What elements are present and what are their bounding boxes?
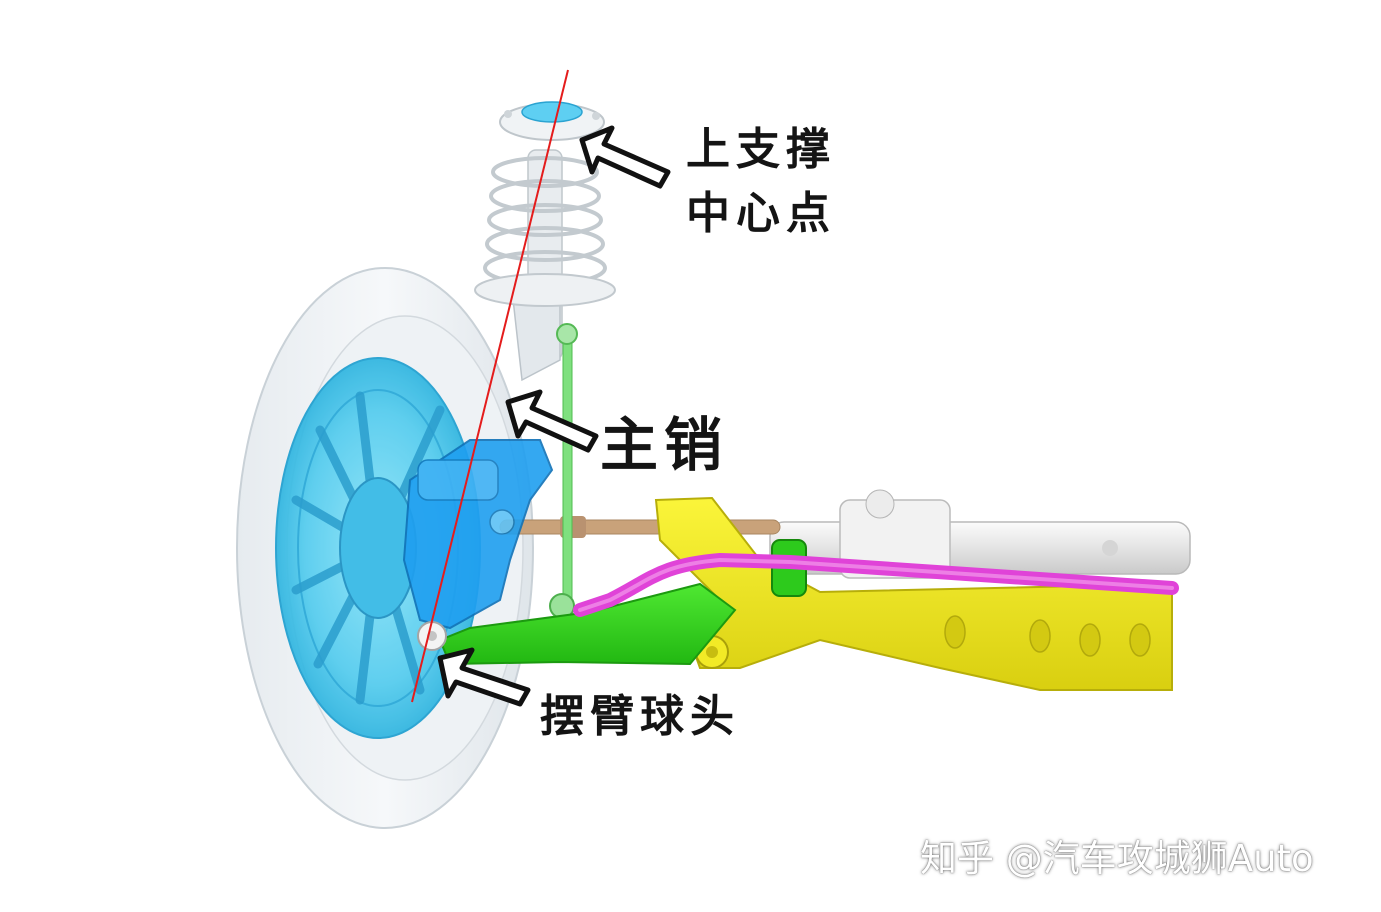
ball-joint-label: 摆臂球头 — [540, 691, 740, 742]
strut-assembly — [474, 101, 616, 382]
ball-joint — [417, 621, 447, 651]
arrow-to-ball-joint-icon — [437, 647, 531, 707]
arrow-to-kingpin-icon — [505, 389, 599, 453]
kingpin-axis — [411, 69, 569, 703]
strut-mount-center-label-line2: 中心点 — [686, 188, 836, 239]
stabilizer-link — [549, 323, 578, 619]
stabilizer-bar — [573, 552, 1179, 617]
lower-control-arm — [438, 539, 807, 666]
watermark: 知乎 @汽车攻城狮Auto — [920, 837, 1314, 880]
wheel-rim — [275, 357, 481, 739]
kingpin-label: 主销 — [600, 411, 729, 479]
strut-mount-center-label-line1: 上支撑 — [686, 124, 836, 175]
arrow-to-strut-mount-icon — [579, 125, 671, 189]
